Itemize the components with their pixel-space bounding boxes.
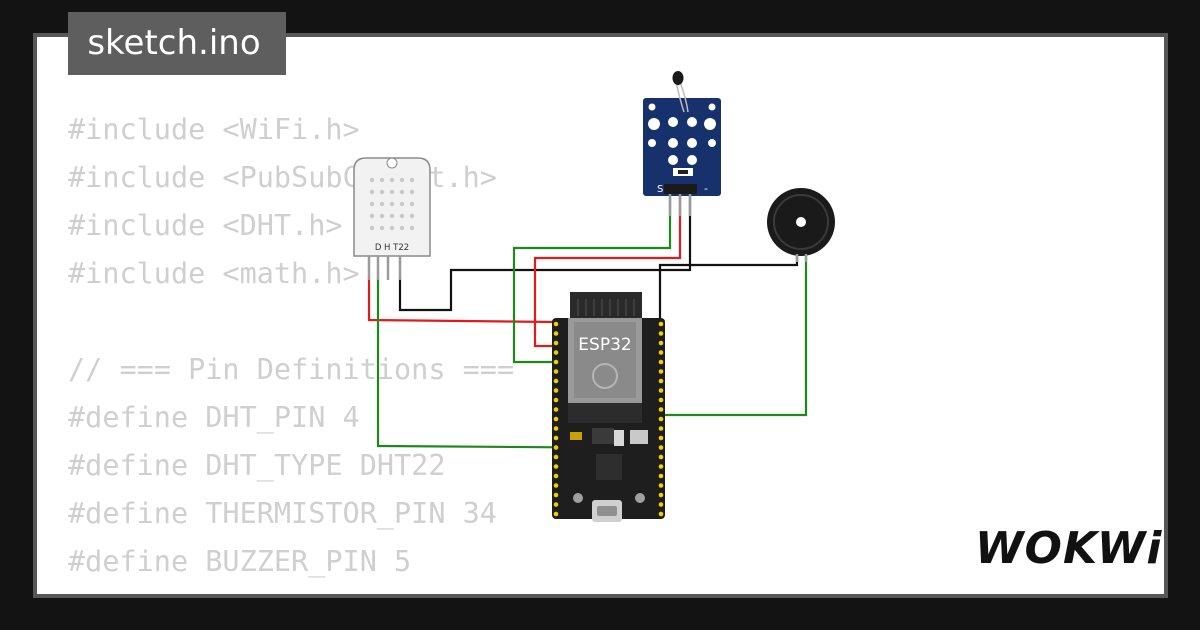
code-line: #define BUZZER_PIN 5 bbox=[68, 545, 412, 578]
wokwi-logo[interactable]: WOKWi bbox=[975, 523, 1163, 574]
wire-red-dht[interactable] bbox=[367, 278, 556, 324]
thermistor-module[interactable]: S - bbox=[643, 71, 721, 216]
espressif-logo-icon bbox=[592, 363, 618, 389]
wire-green-buzzer[interactable] bbox=[660, 252, 808, 417]
thermistor-bead-icon bbox=[672, 71, 684, 85]
code-line: #include <WiFi.h> bbox=[68, 113, 360, 146]
wire-red-thermistor[interactable] bbox=[533, 195, 682, 348]
pin-headers bbox=[553, 321, 664, 517]
dht22-sensor[interactable]: D H T22 bbox=[353, 157, 431, 280]
code-line: // === Pin Definitions === bbox=[68, 353, 515, 386]
code-line: #define LED_PIN 2 bbox=[68, 586, 514, 594]
code-preview: #include <WiFi.h>#include <PubSubClient.… bbox=[68, 106, 514, 594]
boot-button[interactable] bbox=[635, 493, 645, 503]
buzzer[interactable] bbox=[767, 188, 835, 262]
wire-black-dht[interactable] bbox=[398, 195, 692, 312]
wire-green-thermistor[interactable] bbox=[512, 195, 672, 364]
code-line: #define DHT_PIN 4 bbox=[68, 401, 360, 434]
en-button[interactable] bbox=[573, 493, 583, 503]
code-line: #define DHT_TYPE DHT22 bbox=[68, 449, 446, 482]
thermistor-signal-label: S bbox=[657, 184, 663, 195]
esp32-board[interactable]: ESP32 bbox=[552, 292, 665, 522]
wire-black-buzzer[interactable] bbox=[658, 252, 799, 320]
esp32-label: ESP32 bbox=[578, 335, 631, 355]
dht22-label: D H T22 bbox=[375, 243, 409, 253]
code-line: #include <DHT.h> bbox=[68, 209, 343, 242]
thermistor-minus-label: - bbox=[704, 182, 708, 195]
code-line: #define THERMISTOR_PIN 34 bbox=[68, 497, 497, 530]
code-line: #include <math.h> bbox=[68, 257, 360, 290]
file-tab[interactable]: sketch.ino bbox=[68, 12, 286, 75]
